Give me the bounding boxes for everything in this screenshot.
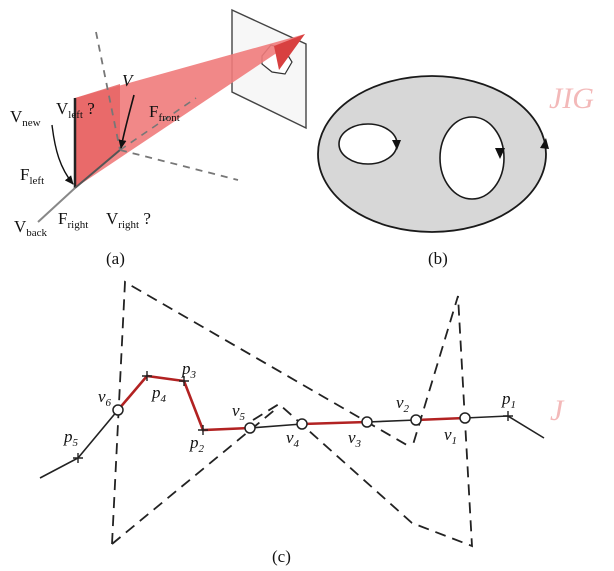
p-markers [73, 371, 513, 463]
v-markers [112, 404, 471, 434]
panel-c: p1 p2 p3 p4 p5 v1 v2 v3 v4 v5 v6 (c) [39, 280, 545, 566]
beam-front-face [75, 84, 120, 188]
panel-b: (b) [317, 75, 549, 268]
right-hole [439, 116, 505, 200]
dashed-line-right [119, 149, 239, 181]
beam-tip [274, 34, 305, 70]
marker-v6 [112, 404, 124, 416]
clipped-segment-v2-v1 [415, 416, 466, 422]
label-p1: p1 [501, 389, 516, 411]
polyline-gap-v3-v2 [366, 419, 417, 423]
marker-v3 [361, 416, 373, 428]
label-v4: v4 [286, 428, 300, 450]
label-p4: p4 [151, 383, 167, 405]
label-v-left: Vleft ? [56, 99, 95, 121]
label-v-new: Vnew [10, 107, 41, 129]
beam-frustum [75, 34, 305, 188]
caption-c: (c) [272, 547, 291, 566]
label-p3: p3 [181, 359, 197, 381]
polyline-right-tail [464, 415, 545, 439]
marker-p1 [503, 411, 513, 421]
marker-v5 [244, 422, 256, 434]
polyline-mid-gap [249, 423, 303, 429]
watermark-bottom: J [550, 394, 565, 427]
marker-v4 [296, 418, 308, 430]
label-f-front: Ffront [149, 102, 180, 124]
label-v6: v6 [98, 387, 112, 409]
panel-a: Vnew Vleft ? V Ffront Fleft Fright Vrigh… [10, 8, 307, 268]
dashed-line-forward [119, 97, 197, 151]
arrow-to-v [118, 94, 135, 149]
label-v5: v5 [232, 401, 246, 423]
right-hole-arrow [495, 148, 505, 159]
marker-p2 [198, 425, 208, 435]
dashed-polygon-right [252, 295, 473, 548]
marker-p5 [73, 453, 83, 463]
label-v-right: Vright ? [106, 209, 151, 231]
marker-v2 [410, 414, 422, 426]
arrow-to-vnew [51, 124, 74, 185]
marker-p3 [179, 376, 189, 386]
dashed-polygon-left [111, 280, 413, 545]
left-hole [338, 123, 398, 165]
label-v2: v2 [396, 393, 410, 415]
label-p2: p2 [189, 433, 205, 455]
outer-orientation-arrow [540, 138, 549, 149]
label-v: V [122, 71, 135, 90]
marker-v1 [459, 412, 471, 424]
watermark-top: JIG [549, 82, 594, 115]
label-v-back: Vback [14, 217, 48, 239]
clipped-segment-v4-v3 [301, 420, 368, 426]
label-v3: v3 [348, 428, 362, 450]
label-v1: v1 [444, 425, 457, 447]
label-p5: p5 [63, 427, 79, 449]
caption-a: (a) [106, 249, 125, 268]
label-f-right: Fright [58, 209, 88, 231]
marker-p4 [142, 371, 152, 381]
back-line [37, 187, 76, 223]
beam-bottom-edge [74, 149, 121, 189]
label-f-left: Fleft [20, 165, 44, 187]
caption-b: (b) [428, 249, 448, 268]
left-hole-arrow [392, 140, 401, 150]
polyline-left-tail [39, 409, 119, 479]
